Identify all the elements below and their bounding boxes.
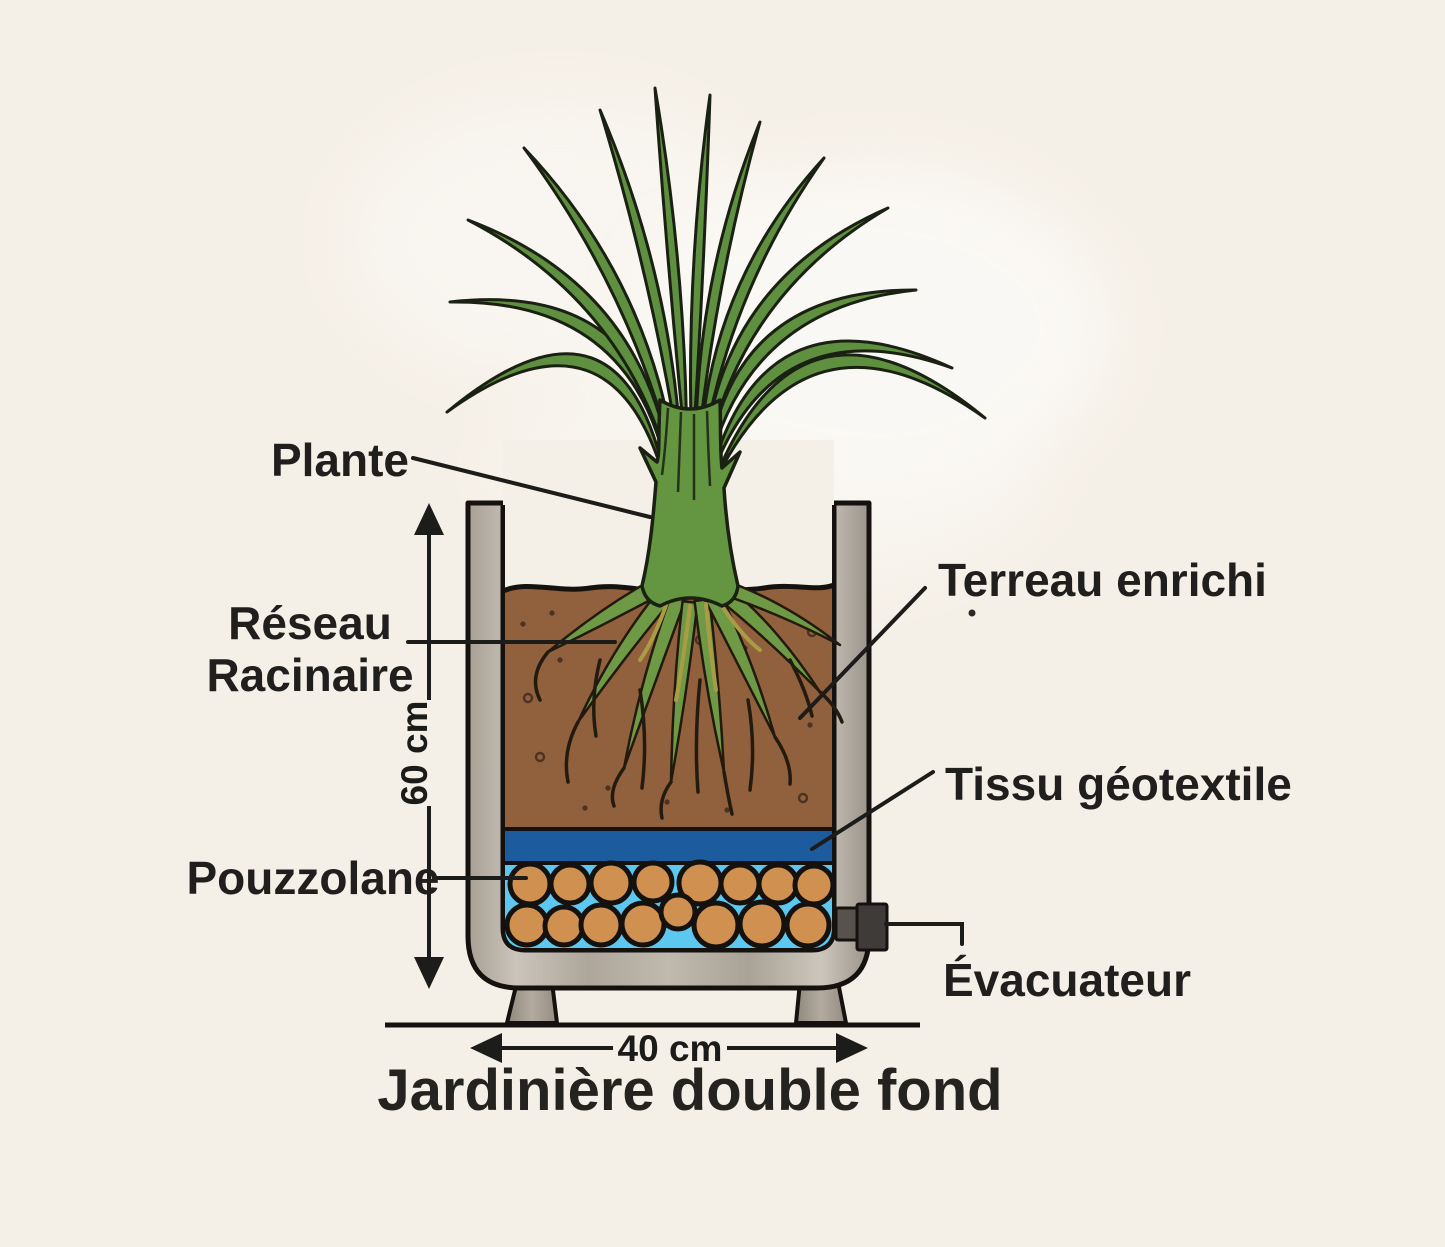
- leader-tissu: [810, 770, 935, 851]
- root-highlight: [638, 598, 670, 662]
- root-tendril: [773, 735, 792, 786]
- pouzzolane-ball: [658, 892, 698, 932]
- pouzzolane-ball: [756, 862, 800, 906]
- drain-spout-outer: [855, 902, 889, 952]
- stem-striation: [660, 407, 670, 476]
- pouzzolane-ball: [542, 904, 586, 948]
- soil-speckle: [724, 807, 730, 813]
- soil-speckle-ring: [534, 751, 546, 763]
- leader-plante: [411, 456, 652, 519]
- soil-speckle-ring: [522, 692, 534, 704]
- stem-striation: [676, 411, 683, 493]
- height-dimension: [414, 503, 444, 989]
- soil-speckle: [664, 799, 670, 805]
- plant-leaf: [698, 156, 826, 472]
- root-tendril: [659, 780, 673, 820]
- label-width-40cm: 40 cm: [618, 1028, 723, 1069]
- label-evacuateur: Évacuateur: [943, 954, 1191, 1006]
- diagram-title: Jardinière double fond: [377, 1058, 1002, 1123]
- plant-leaves: [445, 86, 987, 494]
- root-highlight: [674, 604, 692, 702]
- plant-leaf: [466, 218, 675, 482]
- label-tissu: Tissu géotextile: [945, 758, 1292, 810]
- cavity-contents: [503, 440, 834, 950]
- plant-leaf: [445, 352, 670, 494]
- stem-striation: [705, 410, 712, 487]
- plant-leaf: [598, 108, 684, 471]
- label-reseau-line1: Réseau: [228, 597, 392, 649]
- soil-speckle: [557, 657, 563, 663]
- plant-leaf: [701, 206, 890, 476]
- pouzzolane-ball: [691, 900, 741, 950]
- leader-lines: [406, 456, 964, 946]
- soil-speckle-ring: [797, 792, 809, 804]
- root-tendril: [746, 698, 755, 792]
- label-pouzzolane: Pouzzolane: [186, 852, 439, 904]
- root-tendril: [564, 720, 580, 784]
- plant-leaf: [688, 93, 712, 463]
- label-terreau: Terreau enrichi: [938, 554, 1267, 606]
- pouzzolane-ball: [578, 902, 624, 948]
- root-tendril: [694, 678, 702, 794]
- root-tendrils: [533, 594, 844, 820]
- pouzzolane-ball: [504, 902, 550, 948]
- pouzzolane-ball: [548, 862, 592, 906]
- soil-speckle: [549, 610, 555, 616]
- soil-speckle: [582, 805, 588, 811]
- arrow-up-icon: [414, 503, 444, 535]
- pouzzolane-ball: [619, 900, 667, 948]
- plant-leaf: [522, 146, 679, 476]
- soil-speckle: [807, 722, 813, 728]
- root-tendril: [722, 770, 734, 816]
- annotations: Plante Réseau Racinaire Terreau enrichi …: [186, 434, 1291, 1123]
- geotextile-layer: [503, 829, 834, 863]
- root-tendril: [610, 766, 626, 808]
- pouzzolane-ball: [588, 860, 634, 906]
- plant-leaf: [708, 353, 987, 494]
- root-tendril: [638, 688, 647, 790]
- root-highlight: [704, 602, 718, 692]
- arrow-right-icon: [836, 1033, 868, 1063]
- plant-leaf: [653, 86, 689, 466]
- label-plante: Plante: [271, 434, 409, 486]
- cavity-outline: [501, 505, 836, 952]
- root-tendril: [788, 658, 814, 718]
- soil-speckle: [605, 785, 611, 791]
- plant-leaf: [694, 120, 762, 467]
- planter-container: [465, 440, 889, 1025]
- stem-striations: [660, 407, 712, 500]
- pouzzolane-ball: [792, 863, 834, 907]
- pouzzolane-ball: [507, 861, 553, 907]
- label-height-60cm: 60 cm: [394, 701, 435, 806]
- pouzzolane-ball: [737, 899, 787, 949]
- root-tendril: [592, 658, 602, 738]
- root-prong: [711, 577, 842, 647]
- leader-evacuateur: [884, 922, 964, 946]
- leader-terreau: [798, 586, 927, 720]
- width-dimension: [470, 1033, 868, 1063]
- plant: [445, 86, 987, 820]
- arrow-left-icon: [470, 1033, 502, 1063]
- plant-leaf: [704, 288, 918, 482]
- pouzzolane-ball: [631, 860, 675, 904]
- root-network: [546, 576, 842, 784]
- arrow-down-icon: [414, 957, 444, 989]
- plant-leaf: [706, 339, 954, 488]
- pouzzolane-ball: [784, 901, 832, 949]
- root-tendril: [533, 650, 550, 702]
- pouzzolane-ball: [718, 862, 762, 906]
- label-reseau-line2: Racinaire: [206, 649, 413, 701]
- drain-spout: [834, 902, 889, 952]
- stray-dot: [968, 609, 976, 617]
- soil-speckle: [520, 621, 526, 627]
- pouzzolane-balls: [504, 859, 834, 950]
